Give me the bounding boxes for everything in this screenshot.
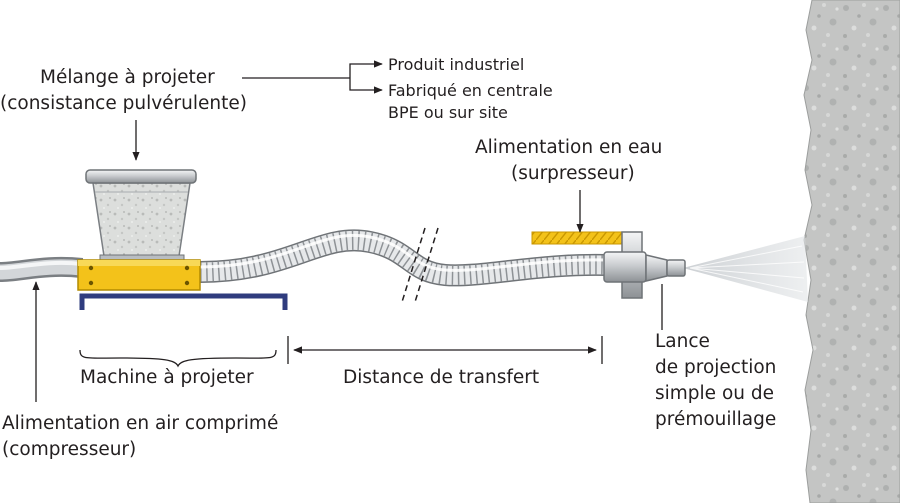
- source-label-1: Produit industriel: [388, 55, 525, 74]
- water-label-line1: Alimentation en eau: [475, 137, 663, 158]
- lance-label-line2: de projection: [655, 357, 777, 378]
- lance-label-line1: Lance: [655, 331, 710, 352]
- air-label-line2: (compresseur): [2, 439, 137, 460]
- mix-label-line2: (consistance pulvérulente): [0, 93, 247, 114]
- wall: [803, 0, 900, 503]
- air-label-line1: Alimentation en air comprimé: [2, 413, 279, 434]
- machine-frame: [79, 293, 288, 310]
- spray-nozzle: [603, 231, 686, 299]
- lance-label-line3: simple ou de: [655, 383, 774, 404]
- lance-label-line4: prémouillage: [655, 409, 777, 430]
- hopper: [85, 169, 197, 264]
- mix-label-line1: Mélange à projeter: [40, 67, 215, 88]
- hose-break-marks: [401, 227, 439, 303]
- machine-label: Machine à projeter: [80, 367, 254, 388]
- spray-streaks: [689, 245, 805, 293]
- machine-brace: [79, 349, 277, 368]
- machine-body: [77, 259, 201, 291]
- water-supply-pipe: [531, 231, 625, 245]
- source-label-2-line1: Fabriqué en centrale: [388, 81, 553, 100]
- source-label-2-line2: BPE ou sur site: [388, 103, 508, 122]
- annotation-lines: [32, 60, 663, 402]
- distance-label: Distance de transfert: [343, 367, 540, 388]
- spray-jet: [683, 236, 808, 302]
- water-label-line2: (surpresseur): [511, 163, 635, 184]
